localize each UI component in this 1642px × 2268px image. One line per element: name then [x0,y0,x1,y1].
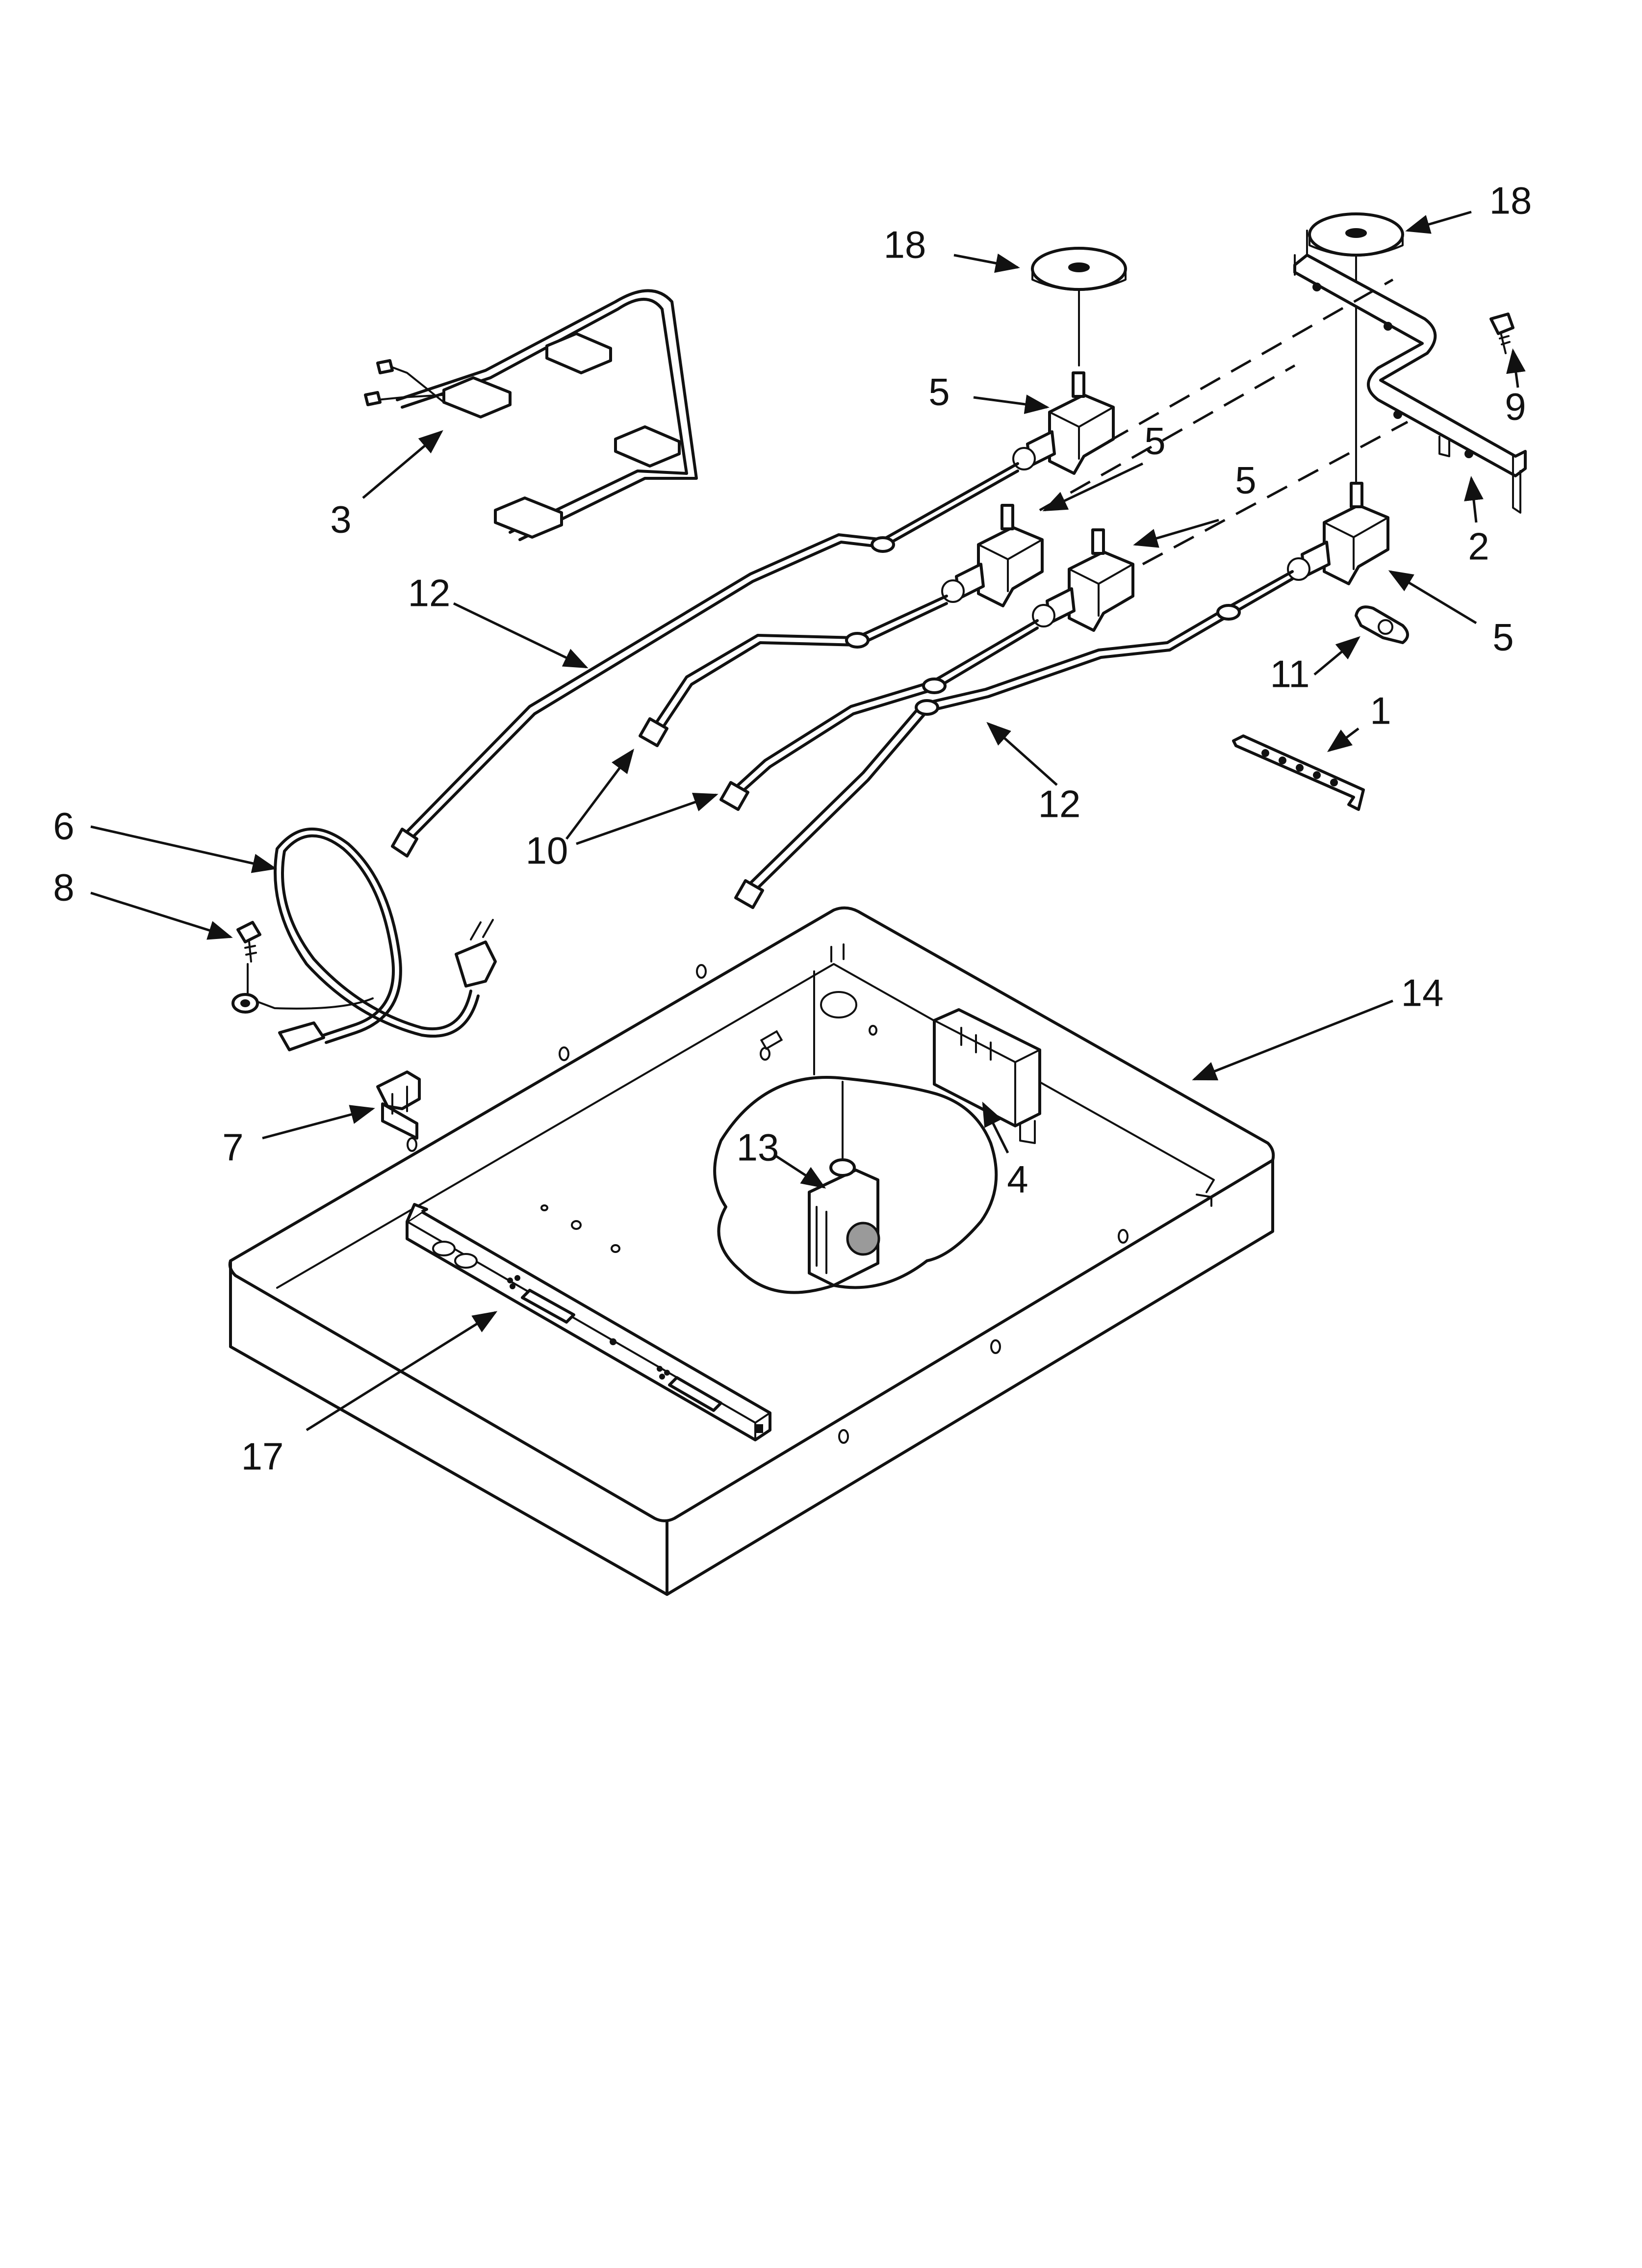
callout-7: 7 [222,1126,243,1169]
callout-4: 4 [1007,1158,1028,1201]
burner-valve-3 [1032,528,1134,632]
power-cord [254,828,497,1051]
callout-18-left: 18 [884,223,926,266]
burner-bracket [1293,230,1527,514]
ground-screw [231,921,261,1014]
switch-harness [364,289,698,541]
wire-clamp [376,1070,421,1140]
screw-9 [1489,313,1514,354]
terminal-block [933,1008,1041,1144]
burner-valve-1 [1012,371,1115,475]
callout-8: 8 [53,866,74,909]
burner-valve-2 [941,504,1044,607]
callout-13: 13 [737,1126,779,1169]
callout-5-upper-mid: 5 [1144,419,1165,463]
callout-5-top: 5 [928,370,949,414]
callout-12-right: 12 [1038,782,1081,826]
callout-12-left: 12 [408,572,451,615]
callout-14: 14 [1401,971,1444,1015]
callout-3: 3 [330,498,351,541]
callout-5-right: 5 [1492,616,1514,659]
valve-gasket [1355,605,1409,644]
spreader-bar [1232,734,1365,811]
callout-11: 11 [1270,652,1310,696]
callout-10: 10 [526,829,568,872]
callout-arrows [90,210,1526,1432]
callout-6: 6 [53,805,74,848]
burner-valve-4 [1287,482,1389,585]
manifold-rail [406,1203,771,1441]
callout-2: 2 [1468,525,1489,568]
burner-cap-left [1031,247,1127,366]
callout-9: 9 [1505,385,1526,428]
callout-1: 1 [1370,689,1391,732]
callout-18-right: 18 [1489,179,1532,222]
burner-cap-right [1308,212,1404,484]
gas-tube-10-a [639,595,948,747]
callout-17: 17 [241,1435,284,1478]
gas-tube-long-right [734,570,1294,909]
gas-tube-10-b [719,619,1039,811]
callout-5-lower-mid: 5 [1235,459,1256,502]
gas-tube-long-left [391,462,1019,858]
main-valve [808,1081,880,1287]
